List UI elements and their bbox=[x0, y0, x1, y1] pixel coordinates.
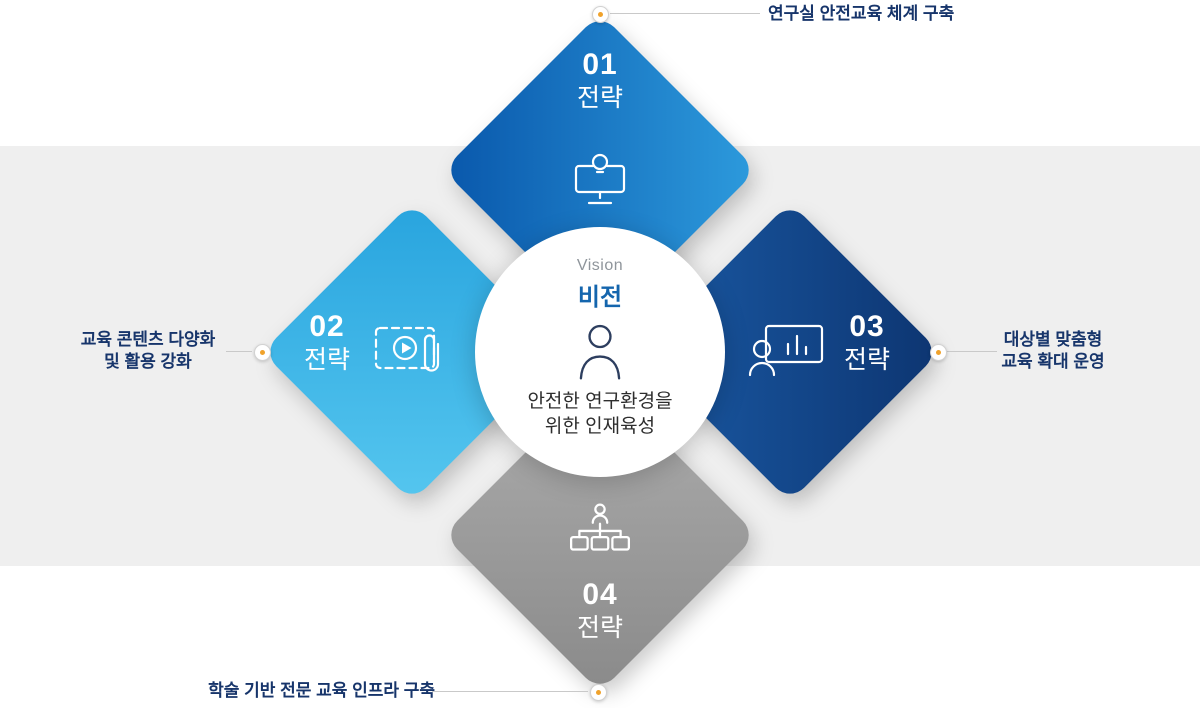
strategy-3-content: 03 전략 bbox=[828, 310, 906, 375]
strategy-1-callout: 연구실 안전교육 체계 구축 bbox=[768, 4, 955, 23]
strategy-1-content: 01 전략 bbox=[500, 48, 700, 113]
strategy-4-number: 04 bbox=[582, 578, 618, 611]
strategy-3-callout-line1: 대상별 맞춤형 bbox=[1003, 330, 1103, 349]
strategy-2-number: 02 bbox=[309, 310, 345, 343]
connector-line-top bbox=[610, 13, 760, 14]
audience-chart-icon bbox=[748, 322, 828, 382]
connector-line-left bbox=[226, 351, 252, 352]
connector-dot-top bbox=[592, 6, 609, 23]
strategy-4-label: 전략 bbox=[576, 613, 623, 642]
strategy-2-callout: 교육 콘텐츠 다양화 및 활용 강화 bbox=[72, 329, 224, 373]
vision-description: 안전한 연구환경을 위한 인재육성 bbox=[527, 390, 672, 439]
strategy-2-callout-line1: 교육 콘텐츠 다양화 bbox=[80, 330, 216, 349]
video-content-icon bbox=[372, 322, 452, 382]
vision-title-ko: 비전 bbox=[577, 284, 623, 311]
vision-title-en: Vision bbox=[576, 257, 624, 274]
strategy-1-label: 전략 bbox=[576, 83, 623, 112]
strategy-4-content: 04 전략 bbox=[510, 578, 690, 643]
connector-line-right bbox=[947, 351, 997, 352]
strategy-2-label: 전략 bbox=[303, 345, 350, 374]
vision-circle: Vision 비전 안전한 연구환경을 위한 인재육성 bbox=[475, 227, 725, 477]
vision-description-line1: 안전한 연구환경을 bbox=[527, 391, 673, 412]
connector-line-bottom bbox=[432, 691, 588, 692]
connector-dot-left bbox=[254, 344, 271, 361]
connector-dot-bottom bbox=[590, 684, 607, 701]
strategy-3-callout-line2: 교육 확대 운영 bbox=[1001, 352, 1105, 371]
strategy-1-number: 01 bbox=[582, 48, 618, 81]
strategy-3-callout: 대상별 맞춤형 교육 확대 운영 bbox=[997, 329, 1109, 373]
strategy-2-content: 02 전략 bbox=[288, 310, 366, 375]
strategy-4-callout: 학술 기반 전문 교육 인프라 구축 bbox=[208, 681, 435, 700]
person-icon bbox=[574, 322, 626, 382]
strategy-2-callout-line2: 및 활용 강화 bbox=[104, 352, 192, 371]
monitor-lightbulb-icon bbox=[566, 146, 634, 208]
vision-description-line2: 위한 인재육성 bbox=[544, 415, 656, 437]
strategy-3-label: 전략 bbox=[843, 345, 890, 374]
connector-dot-right bbox=[930, 344, 947, 361]
strategy-3-number: 03 bbox=[849, 310, 885, 343]
organization-icon bbox=[567, 502, 633, 564]
